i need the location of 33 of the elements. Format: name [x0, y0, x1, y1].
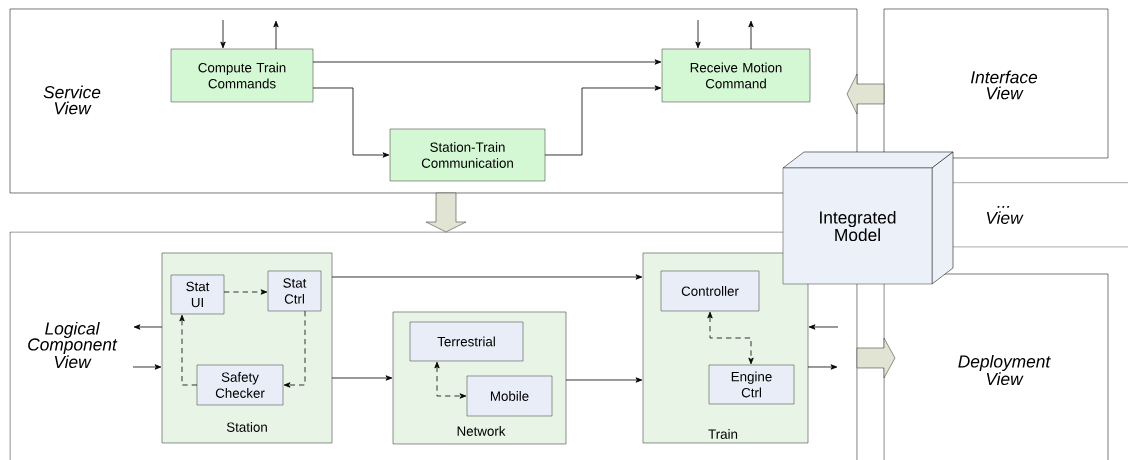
arrow	[133, 324, 163, 330]
arrow	[434, 361, 467, 399]
process-box: Compute Train Commands	[170, 48, 314, 103]
arrow	[331, 375, 393, 381]
process-box: Stat Ctrl	[267, 270, 322, 312]
process-box: Mobile	[466, 375, 553, 417]
block-arrow	[856, 337, 896, 379]
block-arrow	[846, 73, 885, 115]
process-box: Stat UI	[170, 274, 225, 315]
process-box: Terrestrial	[409, 321, 524, 362]
process-box: Receive Motion Command	[661, 48, 811, 103]
process-box: Safety Checker	[196, 364, 284, 406]
arrow	[748, 20, 754, 50]
arrow	[695, 19, 701, 49]
arrow	[179, 314, 198, 386]
arrow	[283, 310, 306, 388]
process-box: Engine Ctrl	[708, 364, 795, 405]
arrow	[273, 20, 279, 50]
arrow	[544, 85, 662, 156]
arrow	[807, 364, 838, 370]
arrow	[707, 311, 754, 365]
arrow	[223, 289, 268, 295]
block-arrow	[425, 192, 467, 233]
arrow	[565, 377, 643, 383]
arrow	[312, 59, 662, 65]
arrow	[331, 274, 643, 280]
model-cube: Integrated Model	[782, 151, 954, 285]
arrow	[808, 324, 839, 330]
process-box: Station-Train Communication	[389, 128, 546, 182]
arrow	[312, 87, 390, 158]
arrow	[132, 364, 162, 370]
process-box: Controller	[660, 270, 760, 312]
arrow	[220, 19, 226, 49]
